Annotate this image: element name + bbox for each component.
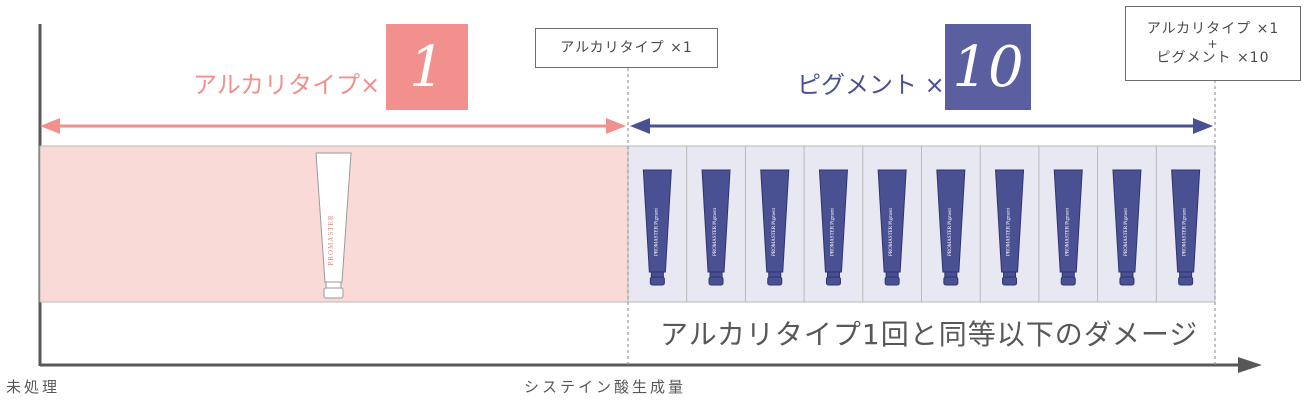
pigment-tube: PROMASTER Pigment <box>1171 169 1201 286</box>
pigment-tube-label: PROMASTER Pigment <box>713 207 718 256</box>
pigment-tube: PROMASTER Pigment <box>995 169 1025 286</box>
origin-label: 未処理 <box>6 378 61 396</box>
pigment-tube: PROMASTER Pigment <box>1053 169 1083 286</box>
pigment-tube-label: PROMASTER Pigment <box>830 207 835 256</box>
right-heading: ピグメント × <box>797 71 945 99</box>
x-axis-arrowhead <box>1238 357 1262 373</box>
right-label-line1: アルカリタイプ ×1 <box>1146 20 1280 37</box>
middle-label-text: アルカリタイプ ×1 <box>560 39 693 56</box>
left-number: 1 <box>409 34 445 100</box>
left-heading: アルカリタイプ× <box>193 71 381 99</box>
right-number: 10 <box>952 34 1024 100</box>
pigment-tube-label: PROMASTER Pigment <box>772 207 777 256</box>
pigment-tube-label: PROMASTER Pigment <box>1065 207 1070 256</box>
pigment-tube: PROMASTER Pigment <box>760 169 790 286</box>
pigment-tube: PROMASTER Pigment <box>936 169 966 286</box>
right-tube-dividers <box>686 146 1157 302</box>
right-range-arrowhead-end <box>1193 118 1213 134</box>
pigment-tube-label: PROMASTER Pigment <box>889 207 894 256</box>
pigment-tube-label: PROMASTER Pigment <box>948 207 953 256</box>
right-label-line3: ピグメント ×10 <box>1156 49 1270 66</box>
right-label-line2: + <box>1207 36 1219 51</box>
pigment-tube-label: PROMASTER Pigment <box>1124 207 1129 256</box>
middle-label-box: アルカリタイプ ×1 <box>535 28 718 68</box>
damage-caption: アルカリタイプ1回と同等以下のダメージ <box>660 318 1199 351</box>
left-range-arrowhead-start <box>40 118 60 134</box>
pigment-tube: PROMASTER Pigment <box>1112 169 1142 286</box>
pigment-tubes-group: PROMASTER Pigment PROMASTER Pigment PROMAS… <box>642 169 1201 286</box>
left-range-arrowhead-end <box>606 118 626 134</box>
right-number-box: 10 <box>945 24 1031 110</box>
pigment-tube-label: PROMASTER Pigment <box>654 207 659 256</box>
pigment-tube-label: PROMASTER Pigment <box>1183 207 1188 256</box>
x-axis-label: システイン酸生成量 <box>524 378 687 396</box>
right-label-box: アルカリタイプ ×1 + ピグメント ×10 <box>1125 6 1301 81</box>
pigment-tube: PROMASTER Pigment <box>701 169 731 286</box>
pigment-tube-label: PROMASTER Pigment <box>1007 207 1012 256</box>
alkaline-tube-illustration: PROMASTER <box>315 152 352 299</box>
pigment-tube: PROMASTER Pigment <box>818 169 848 286</box>
pigment-tube: PROMASTER Pigment <box>642 169 672 286</box>
right-range-arrowhead-start <box>630 118 650 134</box>
pigment-tube: PROMASTER Pigment <box>877 169 907 286</box>
svg-text:PROMASTER: PROMASTER <box>327 214 335 265</box>
left-number-box: 1 <box>386 24 468 110</box>
